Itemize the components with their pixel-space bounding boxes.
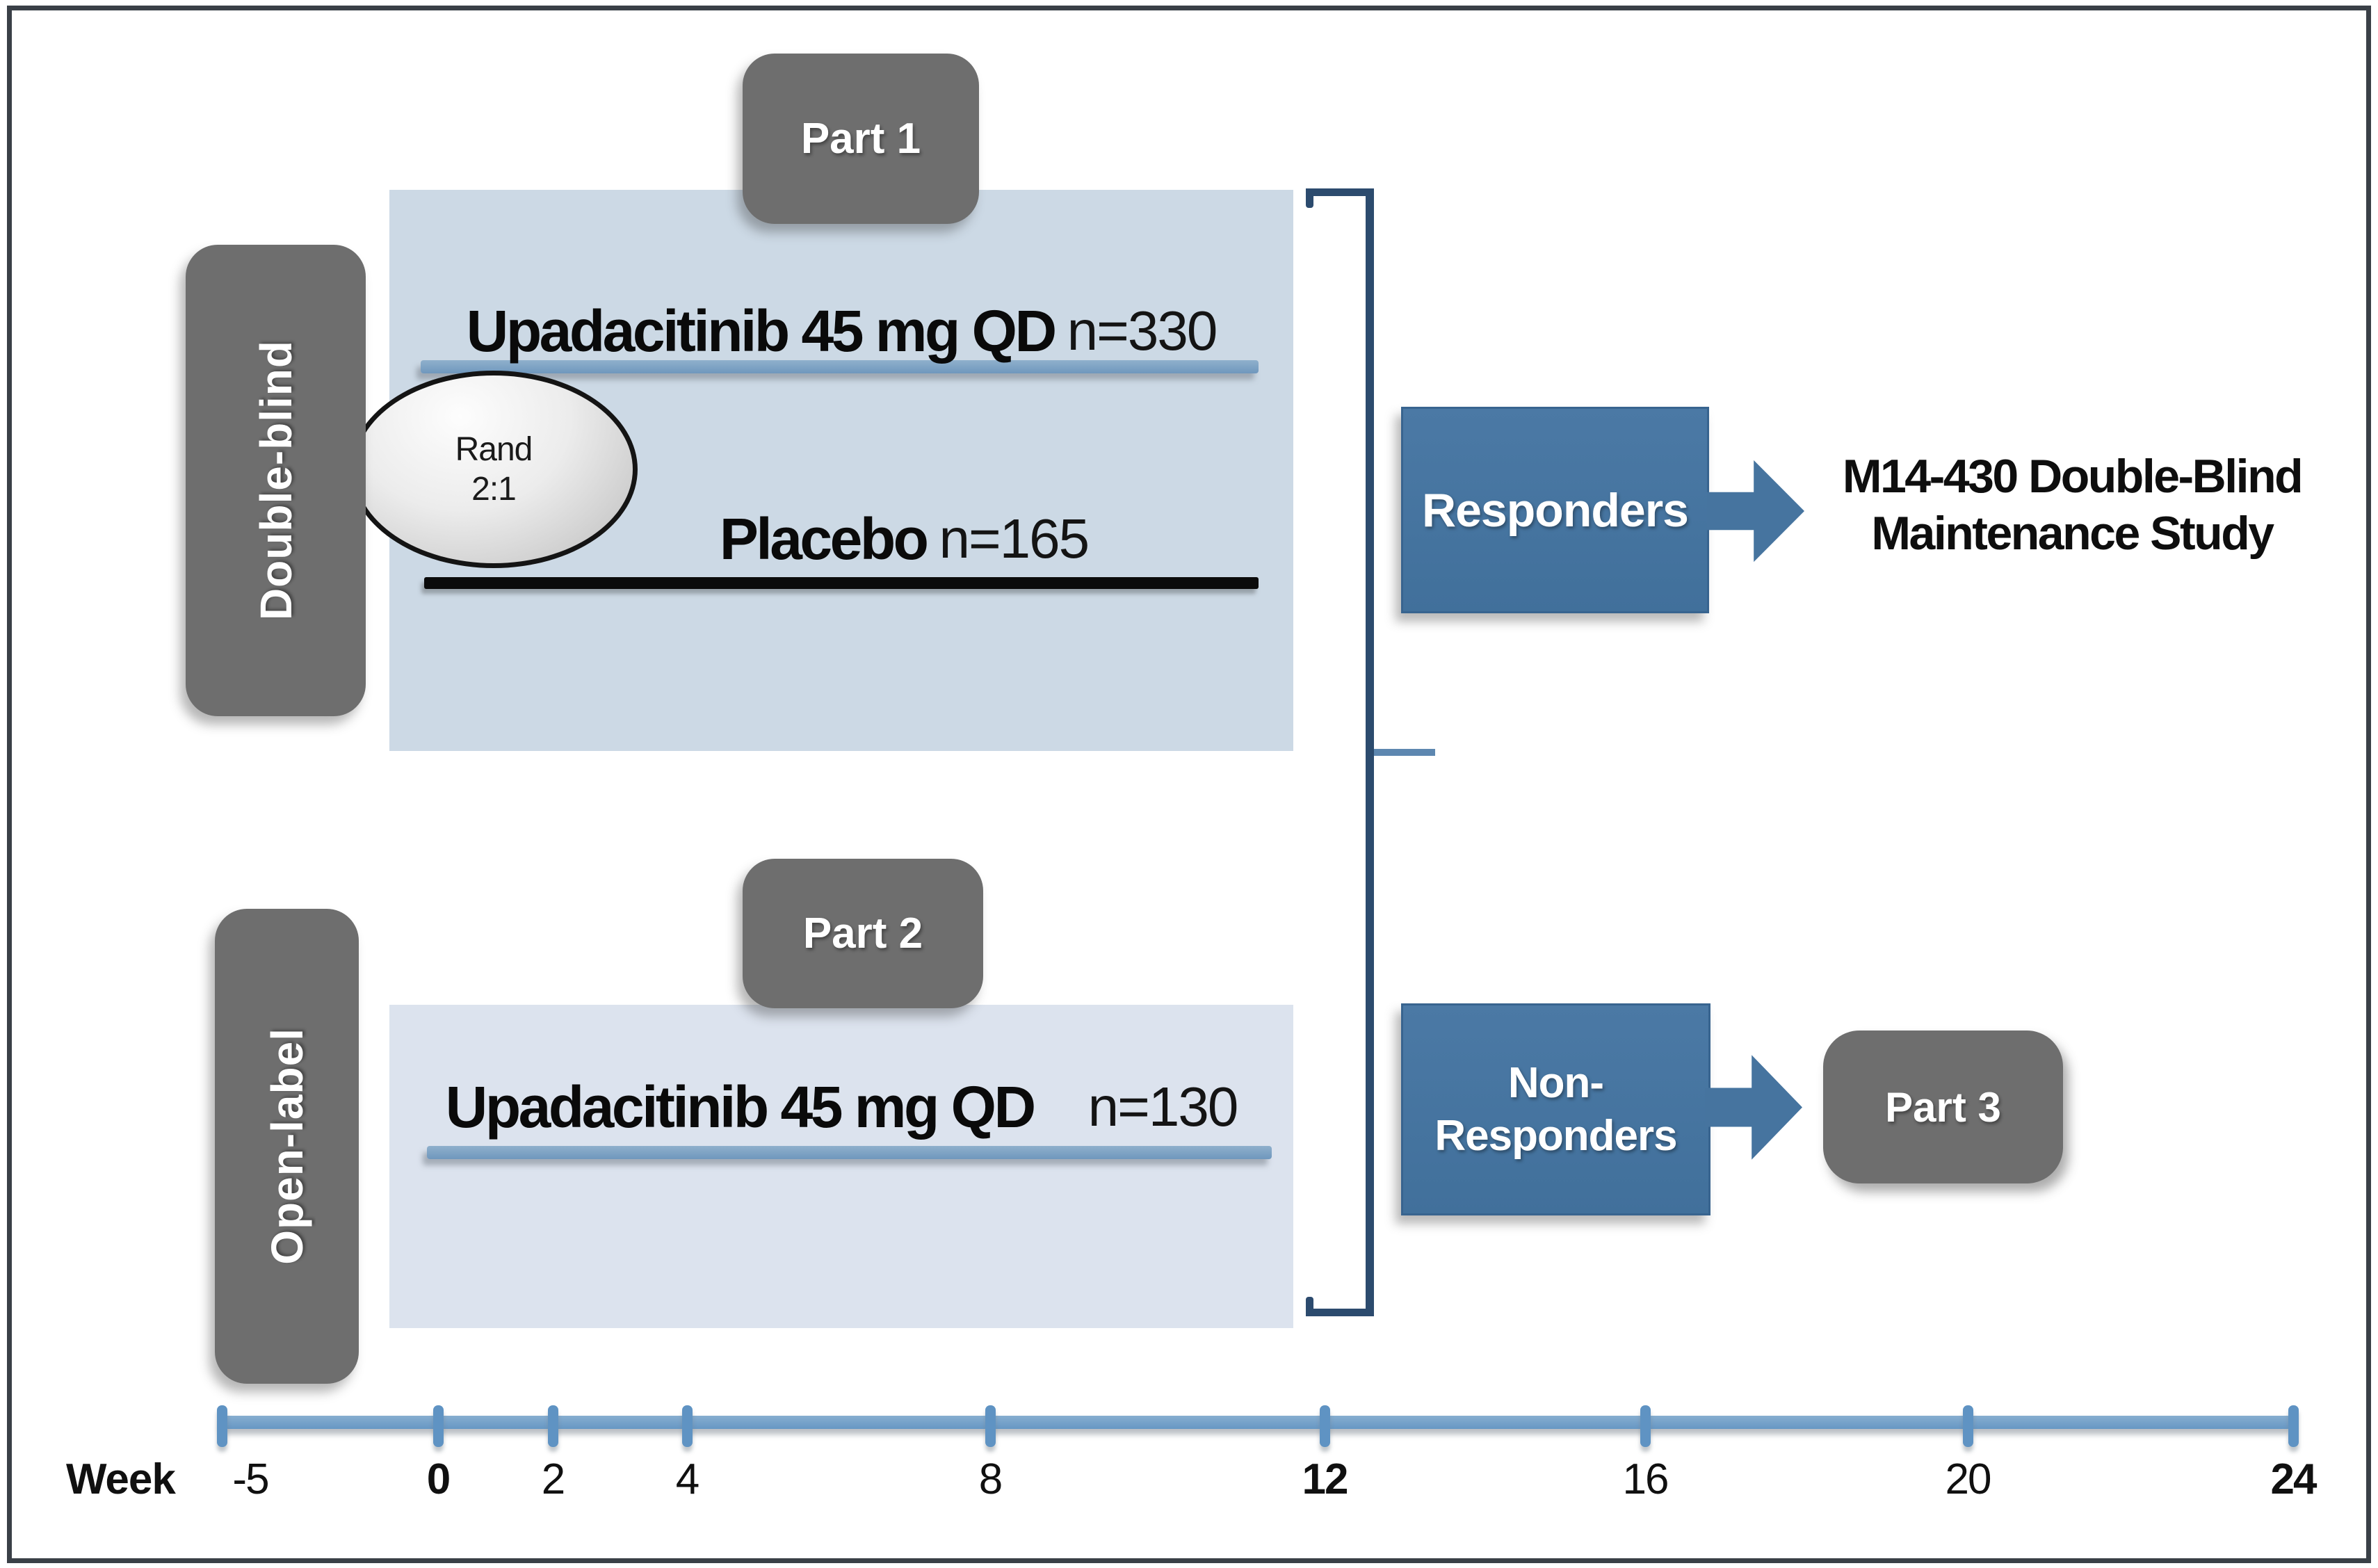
week-axis-label: Week	[66, 1455, 176, 1503]
part3-box: Part 3	[1823, 1030, 2063, 1183]
week-tick-label: 0	[426, 1455, 451, 1503]
timeline-tick	[217, 1405, 227, 1447]
part1-arm2-drug: Placebo	[719, 506, 929, 572]
week-tick-label: 16	[1622, 1455, 1669, 1503]
randomization-line1: Rand	[455, 431, 533, 468]
part2-tag: Part 2	[743, 859, 983, 1008]
part1-arm1-line	[421, 360, 1259, 373]
double-blind-label-box: Double-blind	[186, 245, 366, 716]
timeline-tick	[2288, 1405, 2299, 1447]
timeline-tick	[1320, 1405, 1330, 1447]
week-tick-label: -5	[232, 1455, 269, 1503]
non-responders-label-line1: Non-	[1507, 1058, 1604, 1107]
grouping-bracket-bottom-arm	[1306, 1309, 1374, 1316]
maintenance-study-line1: M14-430 Double-Blind	[1842, 450, 2304, 503]
timeline-tick	[1640, 1405, 1651, 1447]
grouping-bracket-top-arm	[1306, 188, 1374, 196]
part1-tag: Part 1	[743, 54, 979, 224]
part1-arm1-n: n=330	[1067, 300, 1218, 362]
double-blind-label: Double-blind	[250, 340, 301, 621]
randomization-ellipse: Rand 2:1	[350, 371, 638, 568]
part3-label: Part 3	[1885, 1083, 2001, 1131]
maintenance-study-text: M14-430 Double-Blind Maintenance Study	[1815, 448, 2329, 562]
part1-arm1-label: Upadacitinib 45 mg QD n=330	[389, 298, 1293, 364]
randomization-line2: 2:1	[471, 471, 517, 508]
part2-arm1-drug: Upadacitinib 45 mg QD	[445, 1074, 1037, 1140]
timeline-tick	[433, 1405, 444, 1447]
week-tick-label: 24	[2270, 1455, 2318, 1503]
timeline-tick	[682, 1405, 693, 1447]
timeline-tick	[1963, 1405, 1973, 1447]
part2-arm1-line	[427, 1146, 1272, 1159]
week-tick-label: 2	[541, 1455, 565, 1503]
week-tick-label: 4	[675, 1455, 699, 1503]
non-responders-box: Non- Responders	[1401, 1003, 1710, 1215]
open-label-label-box: Open-label	[215, 909, 359, 1384]
grouping-bracket-top-nub	[1306, 188, 1313, 208]
part1-tag-label: Part 1	[800, 115, 921, 163]
week-tick-label: 12	[1302, 1455, 1349, 1503]
week-tick-label: 8	[978, 1455, 1003, 1503]
maintenance-study-line2: Maintenance Study	[1871, 507, 2274, 560]
grouping-bracket-vertical	[1366, 188, 1374, 1316]
responders-box: Responders	[1401, 407, 1709, 613]
part1-arm1-drug: Upadacitinib 45 mg QD	[466, 298, 1058, 364]
part2-tag-label: Part 2	[802, 910, 923, 957]
grouping-bracket-bottom-nub	[1306, 1297, 1313, 1316]
timeline-axis	[222, 1416, 2294, 1429]
non-responders-label-line2: Responders	[1434, 1111, 1677, 1160]
part2-arm1-n: n=130	[1087, 1076, 1239, 1138]
grouping-bracket-middle-pointer	[1374, 749, 1435, 756]
responders-label: Responders	[1422, 483, 1689, 537]
part1-arm2-line	[424, 577, 1259, 589]
week-tick-label: 20	[1945, 1455, 1992, 1503]
part1-arm2-label: Placebo n=165	[515, 506, 1293, 572]
timeline-tick	[985, 1405, 996, 1447]
part1-arm2-n: n=165	[939, 508, 1090, 569]
part2-panel	[389, 1005, 1293, 1328]
open-label-label: Open-label	[261, 1028, 312, 1265]
part2-arm1-label: Upadacitinib 45 mg QD n=130	[389, 1074, 1293, 1140]
timeline-tick	[548, 1405, 558, 1447]
